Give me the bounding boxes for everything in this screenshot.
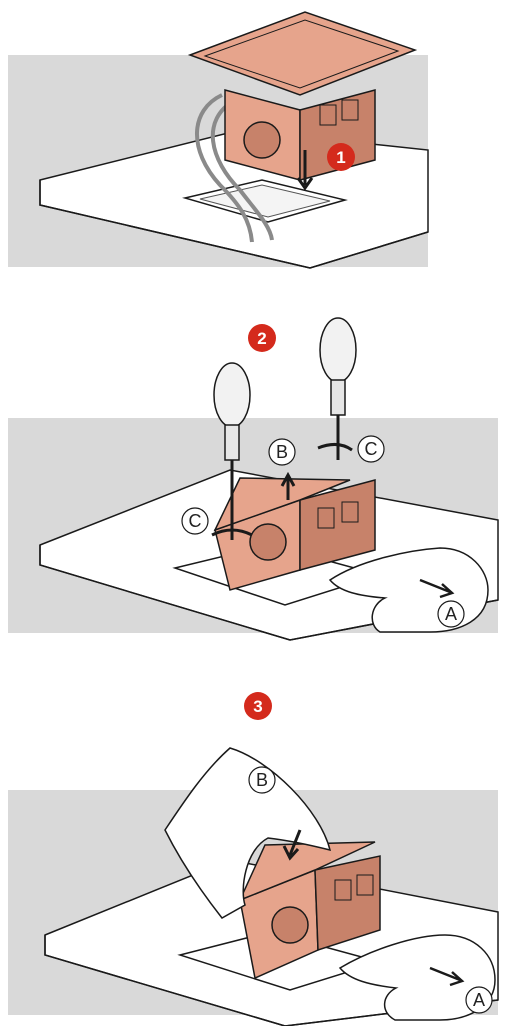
power-socket: [250, 524, 286, 560]
callout-a: A: [466, 987, 492, 1013]
power-socket: [244, 122, 280, 158]
callout-b-label: B: [276, 442, 288, 462]
callout-b-label: B: [256, 770, 268, 790]
callout-a: A: [438, 601, 464, 627]
callout-c-right-label: C: [365, 439, 378, 459]
power-socket: [272, 907, 308, 943]
callout-c-left-label: C: [189, 511, 202, 531]
callout-b: B: [269, 439, 295, 465]
step-1-illustration: 1: [8, 12, 428, 268]
step-badge-2: 2: [248, 324, 276, 352]
step-2-illustration: 2 B C C A: [8, 318, 498, 640]
step-badge-2-number: 2: [257, 329, 266, 348]
callout-a-label: A: [445, 604, 457, 624]
step-badge-3-number: 3: [253, 697, 262, 716]
socket-port-1: [318, 508, 334, 528]
socket-port-2: [342, 100, 358, 120]
step-badge-3: 3: [244, 692, 272, 720]
step-3-illustration: 3 B A: [8, 692, 498, 1026]
socket-port-1: [320, 105, 336, 125]
socket-port-2: [357, 875, 373, 895]
socket-port-2: [342, 502, 358, 522]
callout-c-right: C: [358, 436, 384, 462]
callout-b: B: [249, 767, 275, 793]
step-badge-1: 1: [327, 143, 355, 171]
socket-port-1: [335, 880, 351, 900]
step-badge-1-number: 1: [336, 148, 345, 167]
callout-a-label: A: [473, 990, 485, 1010]
callout-c-left: C: [182, 508, 208, 534]
